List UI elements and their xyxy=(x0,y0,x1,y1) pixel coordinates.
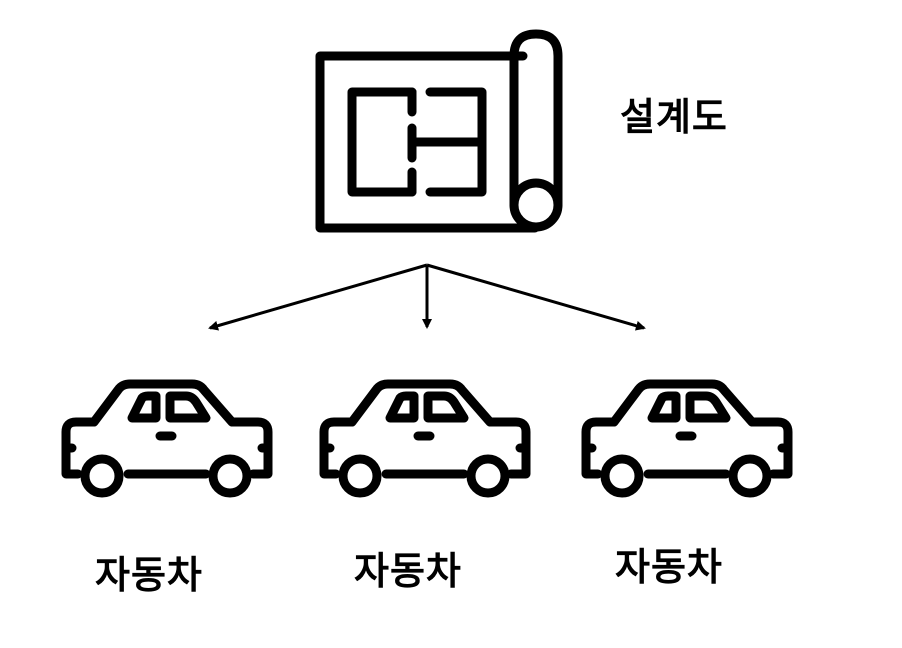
blueprint-label: 설계도 xyxy=(620,95,728,139)
arrow-left xyxy=(208,263,428,331)
car-label: 자동차 xyxy=(95,553,203,597)
blueprint-icon xyxy=(315,29,563,233)
connector-arrows xyxy=(208,263,646,331)
car-icon xyxy=(586,384,788,493)
car-label: 자동차 xyxy=(615,545,723,589)
car-label: 자동차 xyxy=(354,549,462,593)
arrow-right xyxy=(426,263,646,331)
car-icon xyxy=(66,384,268,493)
car-icon xyxy=(324,384,526,493)
